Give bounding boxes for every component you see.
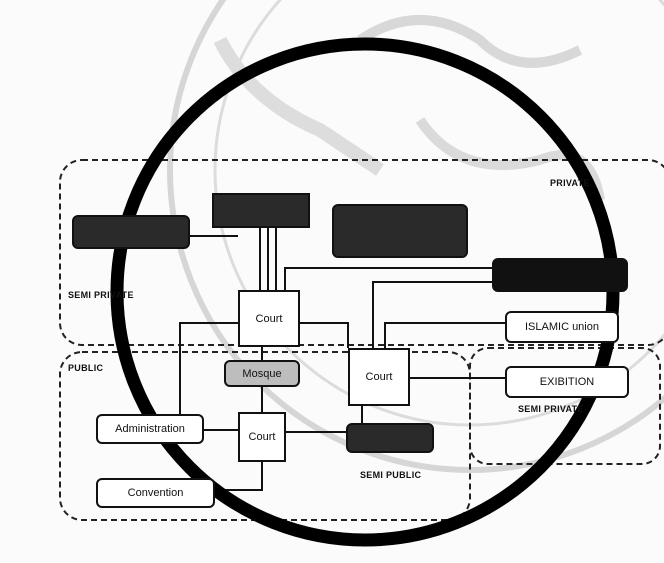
court-top-node: Court	[238, 290, 300, 347]
court-mid-node: Court	[348, 348, 410, 406]
exhibition-node: EXIBITION	[505, 366, 629, 398]
zone-label-public: PUBLIC	[68, 363, 104, 373]
highlight-circle	[110, 37, 620, 547]
court-low-node: Court	[238, 412, 286, 462]
mosque-node: Mosque	[224, 360, 300, 387]
zone-label-semi-private-right: SEMI PRIVATE	[518, 404, 584, 414]
islamic-union-node: ISLAMIC union	[505, 311, 619, 343]
zone-label-private: PRIVATE	[550, 178, 590, 188]
unlabeled-space-box	[72, 215, 190, 249]
administration-node: Administration	[96, 414, 204, 444]
unlabeled-space-box	[332, 204, 468, 258]
zone-label-semi-public: SEMI PUBLIC	[360, 470, 422, 480]
unlabeled-space-box	[212, 193, 310, 228]
unlabeled-space-box	[346, 423, 434, 453]
convention-node: Convention	[96, 478, 215, 508]
semi-private-right-zone	[469, 347, 661, 465]
unlabeled-space-box	[492, 258, 628, 292]
private-zone	[59, 159, 664, 346]
zone-label-semi-private-top: SEMI PRIVATE	[68, 290, 134, 300]
